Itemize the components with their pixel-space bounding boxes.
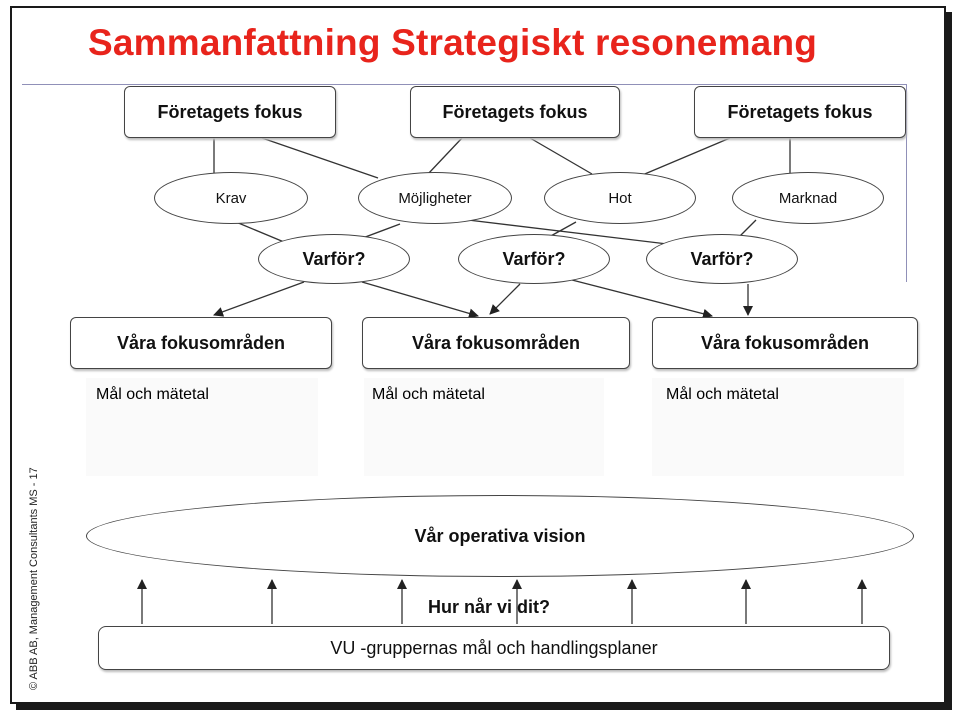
- why-node-1: Varför?: [258, 234, 410, 284]
- slide-title: Sammanfattning Strategiskt resonemang: [88, 22, 818, 63]
- arrow-why2-area3: [571, 279, 713, 319]
- company-focus-box-3: Företagets fokus: [694, 86, 906, 138]
- metrics-label-3: Mål och mätetal: [666, 386, 779, 403]
- factor-hot: Hot: [544, 172, 696, 224]
- arrow-why2-area2: [489, 283, 521, 315]
- why-node-2: Varför?: [458, 234, 610, 284]
- metrics-area-3: [652, 378, 904, 476]
- metrics-area-1: [86, 378, 318, 476]
- how-label: Hur når vi dit?: [428, 597, 551, 617]
- factor-mojligheter: Möjligheter: [358, 172, 512, 224]
- factor-marknad: Marknad: [732, 172, 884, 224]
- metrics-area-2: [364, 378, 604, 476]
- company-focus-box-1: Företagets fokus: [124, 86, 336, 138]
- link-krav-why1: [235, 221, 285, 243]
- link-mojligheter-why3: [467, 219, 685, 247]
- operative-vision-label: Vår operativa vision: [414, 525, 586, 546]
- link-focus2-mojligheter: [427, 137, 463, 175]
- action-plans-box: VU -gruppernas mål och handlingsplaner: [98, 626, 890, 670]
- arrow-why1-area2: [361, 281, 479, 319]
- operative-vision-ellipse: Vår operativa vision: [86, 495, 914, 577]
- focus-area-box-2: Våra fokusområden: [362, 317, 630, 369]
- link-focus3-hot: [639, 137, 731, 177]
- metrics-label-1: Mål och mätetal: [96, 386, 209, 403]
- focus-area-box-3: Våra fokusområden: [652, 317, 918, 369]
- right-divider: [906, 84, 907, 282]
- link-focus2-hot: [529, 137, 593, 175]
- arrow-why1-area1: [213, 281, 305, 317]
- focus-area-box-1: Våra fokusområden: [70, 317, 332, 369]
- link-marknad-why3: [739, 219, 757, 237]
- link-focus1-mojligheter: [261, 137, 379, 179]
- company-focus-box-2: Företagets fokus: [410, 86, 620, 138]
- factor-krav: Krav: [154, 172, 308, 224]
- metrics-label-2: Mål och mätetal: [372, 386, 485, 403]
- why-node-3: Varför?: [646, 234, 798, 284]
- title-divider: [22, 84, 906, 85]
